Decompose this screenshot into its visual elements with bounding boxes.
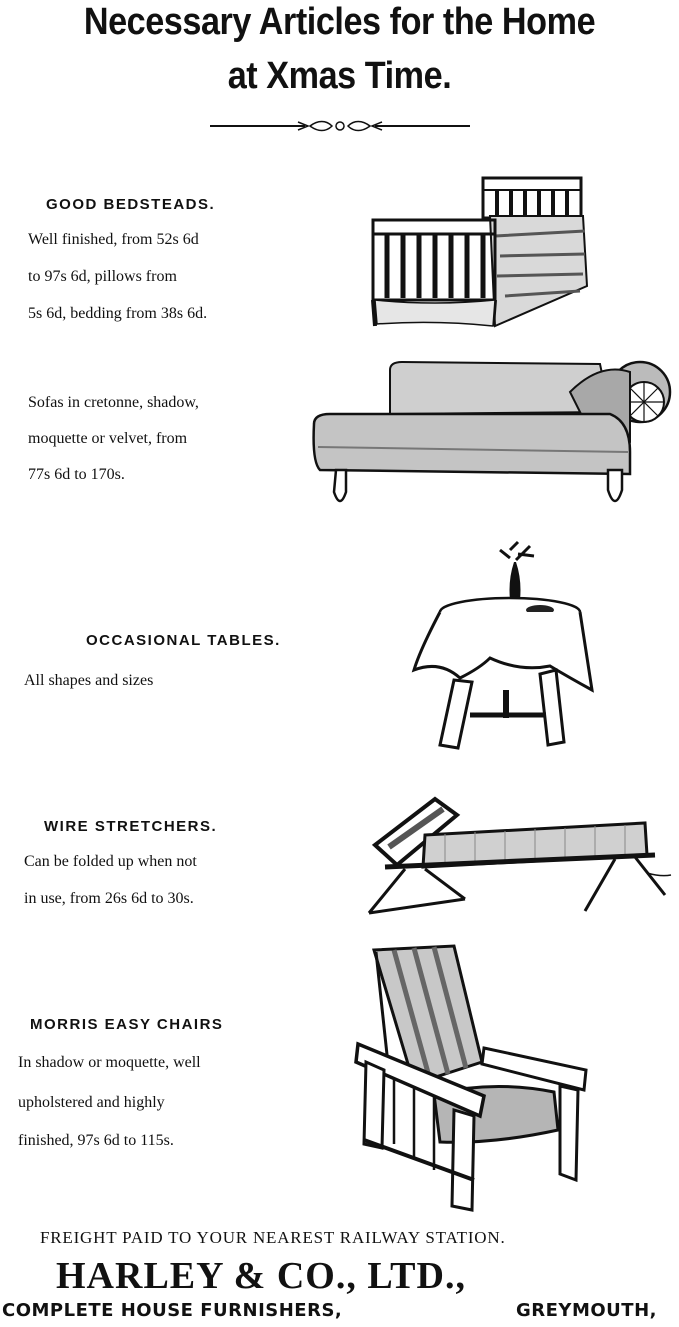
item-text-line: to 97s 6d, pillows from	[28, 268, 177, 285]
item-heading: GOOD BEDSTEADS.	[46, 196, 216, 213]
item-heading: MORRIS EASY CHAIRS	[30, 1016, 224, 1033]
company-location: GREYMOUTH,	[516, 1300, 657, 1321]
item-text-line: finished, 97s 6d to 115s.	[18, 1132, 174, 1149]
item-text-line: In shadow or moquette, well	[18, 1054, 201, 1071]
item-text-line: Well finished, from 52s 6d	[28, 231, 199, 248]
item-heading: WIRE STRETCHERS.	[44, 818, 218, 835]
item-text-line: All shapes and sizes	[24, 672, 154, 689]
ornament-divider	[210, 120, 470, 132]
page-title: Necessary Articles for the Home	[83, 1, 596, 43]
company-tagline: COMPLETE HOUSE FURNISHERS,	[2, 1300, 343, 1321]
sofa-illustration	[312, 360, 672, 503]
freight-notice: FREIGHT PAID TO YOUR NEAREST RAILWAY STA…	[40, 1228, 506, 1247]
item-text-line: 5s 6d, bedding from 38s 6d.	[28, 305, 208, 322]
item-text-line: in use, from 26s 6d to 30s.	[24, 890, 194, 907]
item-text-line: Sofas in cretonne, shadow,	[28, 394, 199, 411]
item-text-line: 77s 6d to 170s.	[28, 466, 125, 483]
table-illustration	[411, 540, 594, 750]
item-heading: OCCASIONAL TABLES.	[86, 632, 281, 649]
company-name: HARLEY & CO., LTD.,	[56, 1255, 466, 1297]
page-subtitle: at Xmas Time.	[227, 55, 452, 97]
bedstead-illustration	[371, 176, 589, 328]
chair-illustration	[354, 944, 588, 1212]
item-text-line: moquette or velvet, from	[28, 430, 188, 447]
item-text-line: upholstered and highly	[18, 1094, 165, 1111]
stretcher-illustration	[367, 796, 672, 915]
item-text-line: Can be folded up when not	[24, 853, 197, 870]
